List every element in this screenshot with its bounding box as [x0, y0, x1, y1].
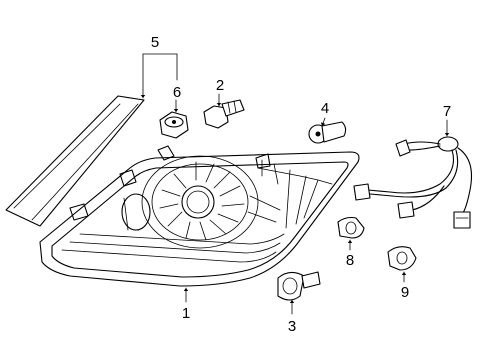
- callout-5: 5: [151, 34, 159, 51]
- callout-2: 2: [216, 77, 224, 94]
- tail-lamp-assembly: [39, 145, 360, 287]
- callout-1: 1: [182, 305, 190, 322]
- callout-8: 8: [346, 252, 354, 269]
- callout-9: 9: [401, 284, 409, 301]
- callout-4: 4: [321, 100, 329, 117]
- hex-nut-part-6: [159, 111, 189, 139]
- wiring-harness-part-7: [353, 136, 473, 229]
- callout-leaders: [140, 53, 450, 315]
- callout-6: 6: [173, 84, 181, 101]
- callout-7: 7: [443, 103, 451, 120]
- bulb-part-9: [387, 246, 417, 271]
- callout-3: 3: [288, 318, 296, 335]
- callout-labels: 5 6 2 4 7 8 9 3 1: [151, 34, 451, 335]
- bulb-part-8: [337, 216, 365, 239]
- lamp-trim-panel: [5, 95, 145, 227]
- bolt-part-2: [203, 99, 245, 129]
- seal-part-3: [277, 271, 321, 301]
- grommet-part-4: [308, 121, 347, 144]
